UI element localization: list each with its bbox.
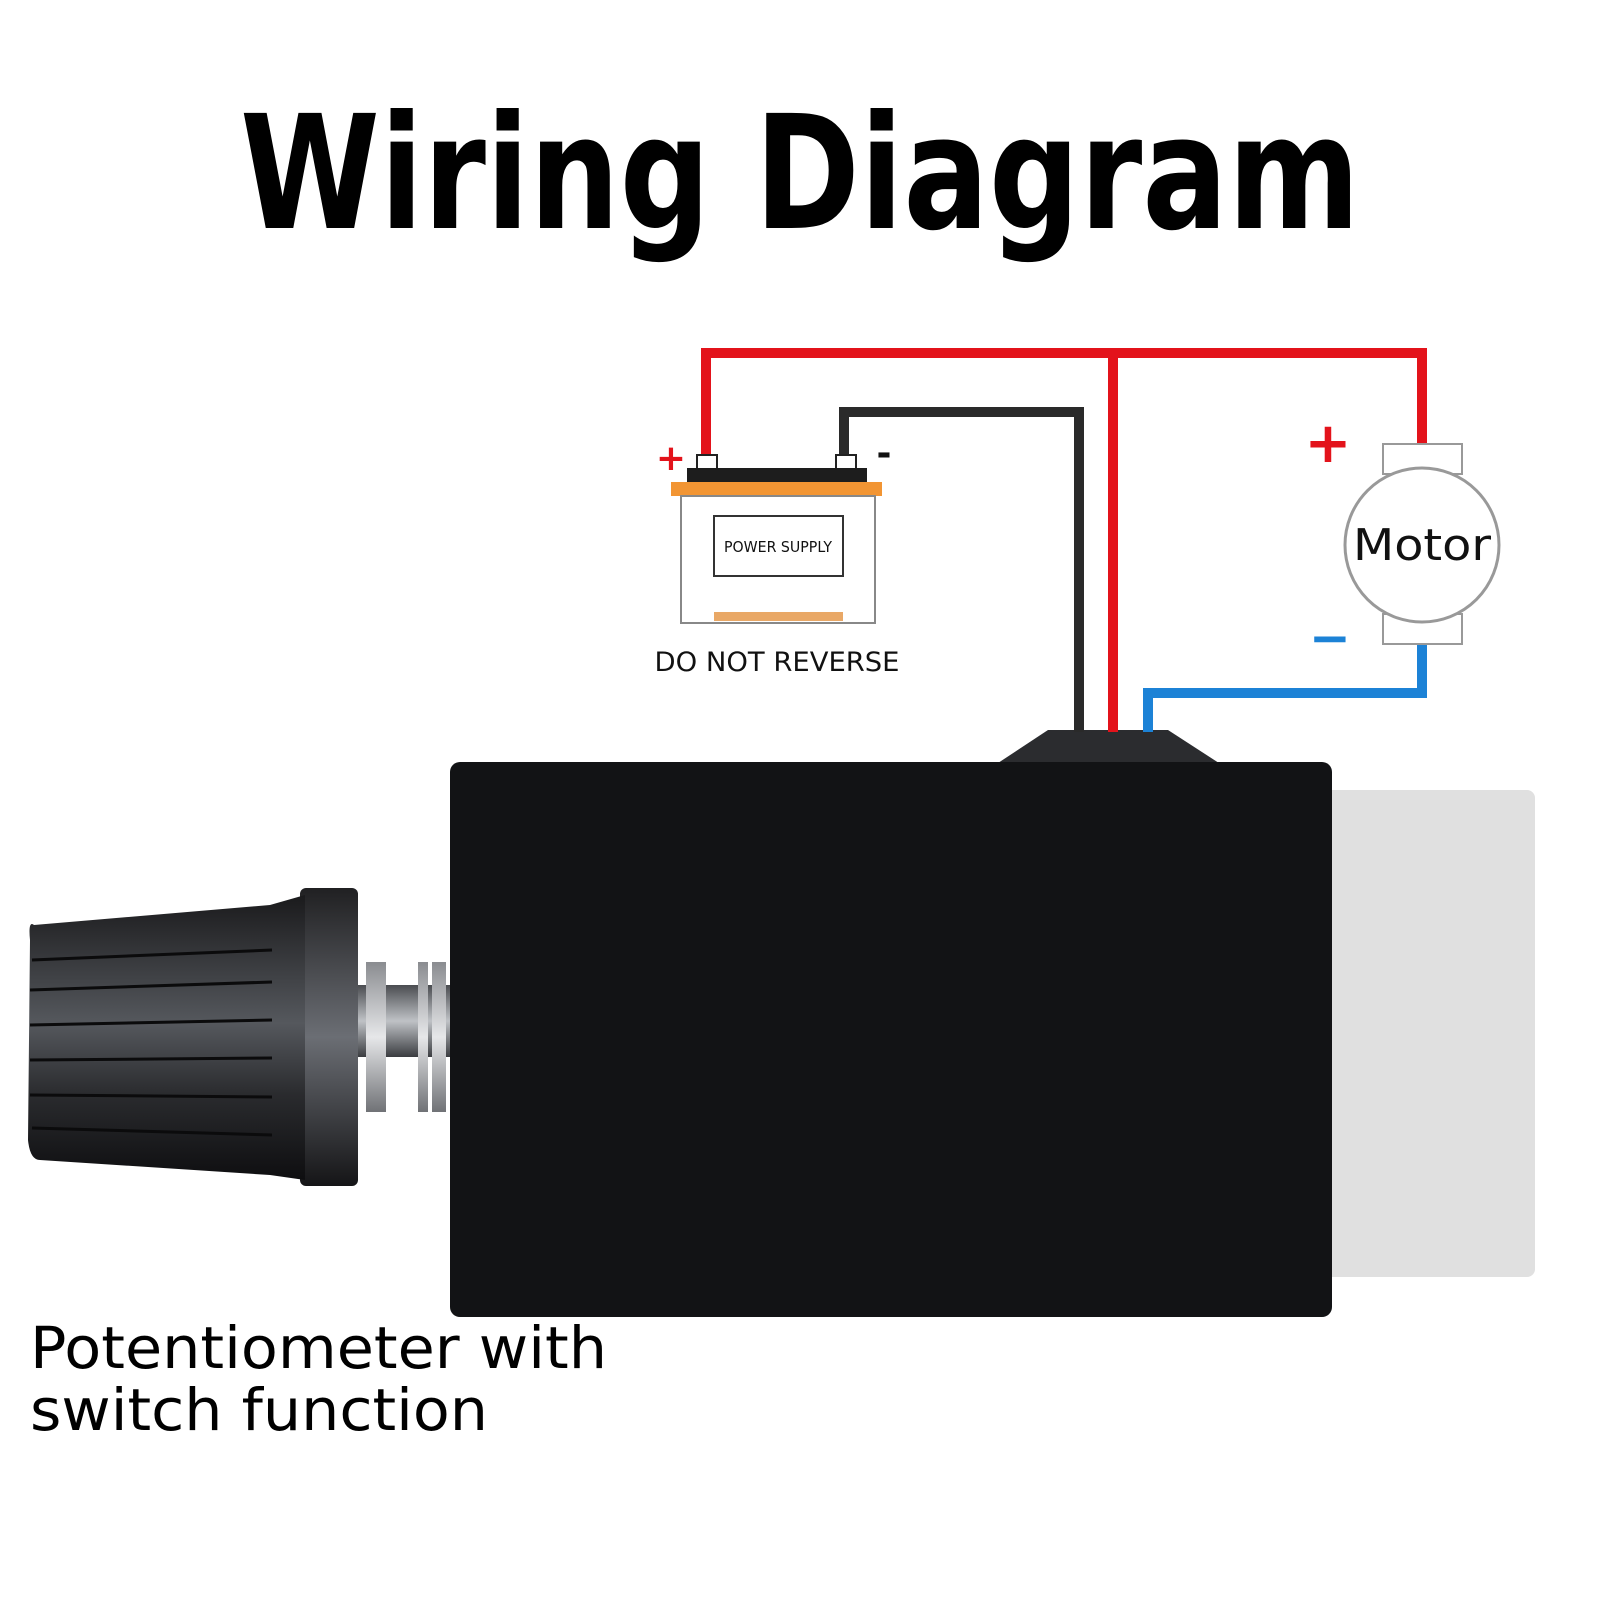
reverse-warning: DO NOT REVERSE [655, 647, 900, 678]
battery-band [671, 482, 882, 496]
motor-negative-wire [1143, 645, 1427, 732]
caption-line-1: Potentiometer with [30, 1314, 607, 1382]
motor: Motor + − [1305, 411, 1501, 667]
knob-washer-2 [432, 962, 446, 1112]
wires [701, 348, 1427, 732]
knob-body [28, 895, 305, 1180]
battery-label: POWER SUPPLY [724, 538, 833, 556]
battery-plus-sign: + [656, 438, 686, 479]
negative-wire [839, 407, 1084, 732]
connector-housing [995, 730, 1222, 765]
knob-grip-ridges [29, 948, 273, 1137]
battery-top [687, 468, 867, 482]
caption-line-2: switch function [30, 1376, 488, 1444]
battery-label-box [713, 515, 844, 577]
battery-base-strip [714, 612, 843, 621]
potentiometer-knob[interactable] [28, 888, 450, 1186]
positive-wire [701, 348, 1427, 455]
knob-washer [418, 962, 428, 1112]
battery: POWER SUPPLY + - [656, 433, 892, 624]
battery-minus-sign: - [877, 433, 892, 474]
battery-terminal-negative [835, 454, 857, 470]
motor-minus-sign: − [1309, 609, 1351, 667]
motor-label: Motor [1353, 520, 1492, 571]
battery-terminal-positive [696, 454, 718, 470]
knob-nut [366, 962, 386, 1112]
side-panel [1280, 790, 1535, 1277]
controller-body [450, 762, 1332, 1317]
motor-plus-sign: + [1305, 411, 1352, 476]
controller-box [450, 730, 1332, 1317]
motor-body [1343, 466, 1501, 624]
page-title: Wiring Diagram [240, 82, 1360, 266]
knob-collar [300, 888, 358, 1186]
